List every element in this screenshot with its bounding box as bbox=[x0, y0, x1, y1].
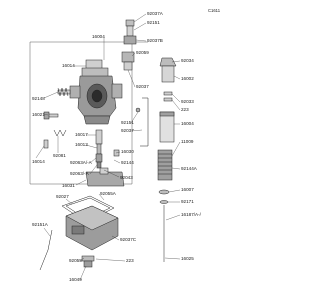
label-92063-b: 92063/-A bbox=[70, 171, 90, 176]
label-92027: 92027 bbox=[56, 194, 69, 199]
label-92171: 92171 bbox=[181, 199, 194, 204]
label-92059: 92059 bbox=[136, 50, 149, 55]
label-92144a: 92144A bbox=[181, 166, 198, 171]
throttle-spring bbox=[157, 149, 173, 181]
label-16007: 16007 bbox=[181, 187, 194, 192]
label-92055a: 92055A bbox=[100, 191, 117, 196]
carburetor-body bbox=[69, 59, 123, 125]
assembly-box bbox=[29, 41, 133, 185]
label-92033: 92033 bbox=[181, 99, 194, 104]
label-16004-r: 16004 bbox=[181, 121, 194, 126]
label-16049: 16049 bbox=[69, 277, 82, 282]
label-16014-b: 16014 bbox=[32, 159, 45, 164]
label-16014: 16014 bbox=[62, 63, 75, 68]
label-92081: 92081 bbox=[53, 153, 66, 158]
carb-top-cap bbox=[123, 19, 137, 45]
leader-lines bbox=[35, 13, 181, 281]
label-16187: 16187/A-/ bbox=[181, 212, 202, 217]
throttle-spring-cap bbox=[159, 57, 177, 83]
jet-needle-clip bbox=[158, 189, 170, 204]
throttle-cable-adjuster bbox=[121, 51, 135, 71]
label-16031: 16031 bbox=[62, 183, 75, 188]
overflow-tube bbox=[39, 229, 53, 271]
throttle-cable-hose bbox=[135, 97, 149, 147]
label-16004-top: 16004 bbox=[92, 34, 105, 39]
label-92144: 92144 bbox=[121, 160, 134, 165]
label-16025: 16025 bbox=[181, 256, 194, 261]
label-16002: 16002 bbox=[181, 76, 194, 81]
jet-stack bbox=[95, 129, 103, 169]
float bbox=[85, 167, 125, 187]
adjust-screw-spring bbox=[57, 87, 71, 97]
label-92151a: 92151A bbox=[32, 222, 49, 227]
label-16013: 16013 bbox=[75, 142, 88, 147]
label-92148: 92148 bbox=[32, 96, 45, 101]
label-16030: 16030 bbox=[121, 149, 134, 154]
label-92037b: 92037B bbox=[147, 38, 163, 43]
label-92034: 92034 bbox=[181, 58, 194, 63]
throttle-valve bbox=[159, 111, 175, 143]
throttle-spring-washer bbox=[163, 91, 173, 102]
label-92055: 92055 bbox=[69, 258, 82, 263]
pilot-screw-spring bbox=[43, 129, 67, 149]
drain-screw bbox=[81, 255, 95, 268]
carburetor-parts-diagram: C1611 bbox=[29, 8, 221, 282]
label-16021: 16021 bbox=[32, 112, 45, 117]
label-92037a: 92037A bbox=[147, 11, 164, 16]
label-92043: 92043 bbox=[120, 175, 133, 180]
label-92037: 92037 bbox=[136, 84, 149, 89]
label-223-b: 223 bbox=[126, 258, 134, 263]
label-92037c: 92037C bbox=[120, 237, 137, 242]
diagram-code: C1611 bbox=[208, 8, 221, 13]
label-92037-m: 92037 bbox=[121, 128, 134, 133]
idle-screw bbox=[43, 111, 59, 120]
label-16017: 16017 bbox=[75, 132, 88, 137]
label-11009: 11009 bbox=[181, 139, 194, 144]
label-92063-a: 92063A/-A bbox=[70, 160, 93, 165]
label-223-a: 223 bbox=[181, 107, 189, 112]
label-92151-m: 92151 bbox=[121, 120, 134, 125]
float-bowl bbox=[65, 205, 119, 251]
label-92151: 92151 bbox=[147, 20, 160, 25]
